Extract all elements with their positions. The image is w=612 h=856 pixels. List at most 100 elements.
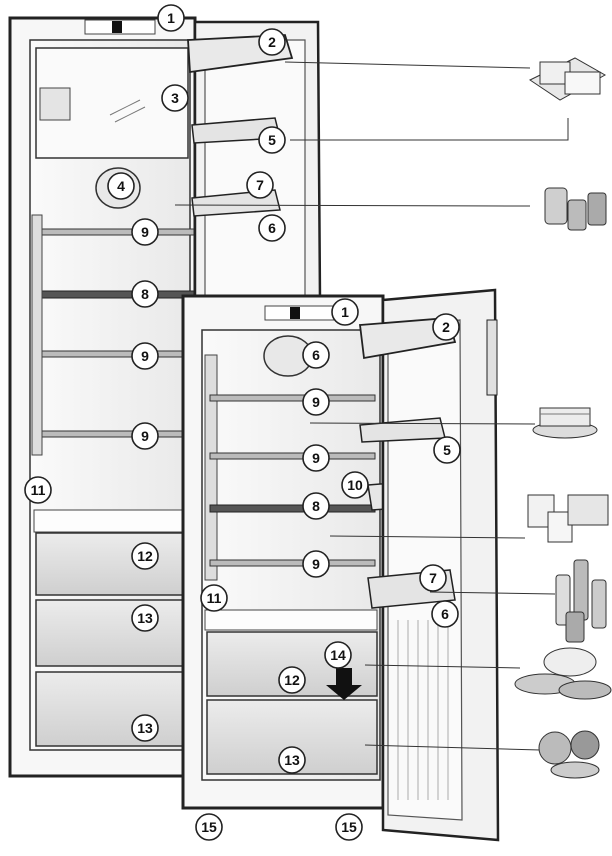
callout-circle: [302, 444, 330, 472]
left-drawer-cover: [33, 509, 193, 533]
callout-circle: [258, 28, 286, 56]
right-shelf-4: [209, 559, 376, 567]
callout-12: 12: [131, 542, 159, 570]
callout-circle: [195, 813, 223, 841]
callout-2: 2: [258, 28, 286, 56]
callout-circle: [278, 746, 306, 774]
left-shelf-1: [33, 228, 195, 236]
cooking-pot-fish-icon: [514, 647, 612, 700]
callout-11: 11: [200, 584, 228, 612]
callout-number: 6: [268, 220, 276, 236]
callout-number: 5: [443, 442, 451, 458]
door-ribbing: [397, 620, 449, 800]
callout-circle: [258, 214, 286, 242]
callout-number: 8: [312, 498, 320, 514]
callout-circle: [324, 641, 352, 669]
callout-circle: [331, 298, 359, 326]
callout-number: 9: [312, 556, 320, 572]
callout-6: 6: [302, 341, 330, 369]
callout-6: 6: [258, 214, 286, 242]
callout-number: 9: [141, 224, 149, 240]
callout-9: 9: [302, 550, 330, 578]
callout-circle: [157, 4, 185, 32]
left-shelf-2: [33, 290, 195, 299]
dairy-cups-icon: [527, 494, 609, 543]
leader-lines: [174, 61, 569, 751]
callout-number: 1: [167, 10, 175, 26]
callout-number: 7: [256, 177, 264, 193]
callout-5: 5: [433, 436, 461, 464]
callout-number: 2: [442, 319, 450, 335]
callout-number: 2: [268, 34, 276, 50]
left-door-inner: [204, 39, 306, 301]
right-shelf-2: [209, 452, 376, 460]
callout-circle: [131, 542, 159, 570]
callout-number: 13: [137, 610, 153, 626]
callout-circle: [302, 550, 330, 578]
callout-9: 9: [302, 388, 330, 416]
callout-13: 13: [131, 604, 159, 632]
callout-number: 9: [141, 428, 149, 444]
callout-number: 3: [171, 90, 179, 106]
callout-circle: [107, 172, 135, 200]
left-door: [187, 20, 322, 302]
callout-number: 10: [347, 477, 363, 493]
callout-number: 1: [341, 304, 349, 320]
bottles-icon: [555, 559, 607, 643]
callout-number: 15: [201, 819, 217, 835]
down-arrow-icon: [326, 668, 362, 700]
callout-13: 13: [131, 714, 159, 742]
left-shelf-rails: [31, 214, 43, 456]
callout-5: 5: [258, 126, 286, 154]
callout-number: 4: [117, 178, 125, 194]
callout-circle: [131, 714, 159, 742]
callout-circle: [24, 476, 52, 504]
callout-12: 12: [278, 666, 306, 694]
callouts: 1234576989911121313126959108976111412131…: [24, 4, 461, 841]
callout-15: 15: [335, 813, 363, 841]
callout-number: 12: [284, 672, 300, 688]
callout-circle: [258, 126, 286, 154]
callout-number: 6: [441, 606, 449, 622]
callout-number: 11: [207, 590, 222, 606]
left-display-icon: [112, 21, 122, 33]
callout-circle: [161, 84, 189, 112]
callout-number: 8: [141, 286, 149, 302]
right-display-icon: [290, 307, 300, 319]
callout-circle: [431, 600, 459, 628]
callout-circle: [246, 171, 274, 199]
callout-9: 9: [131, 422, 159, 450]
callout-circle: [131, 604, 159, 632]
callout-circle: [419, 564, 447, 592]
callout-11: 11: [24, 476, 52, 504]
callout-3: 3: [161, 84, 189, 112]
callout-13: 13: [278, 746, 306, 774]
callout-number: 14: [330, 647, 346, 663]
callout-9: 9: [302, 444, 330, 472]
callout-7: 7: [419, 564, 447, 592]
callout-circle: [302, 492, 330, 520]
callout-circle: [432, 313, 460, 341]
callout-circle: [302, 388, 330, 416]
left-shelf-4: [33, 430, 195, 438]
cheese-icon: [528, 57, 607, 101]
callout-number: 15: [341, 819, 357, 835]
callout-1: 1: [157, 4, 185, 32]
callout-4: 4: [107, 172, 135, 200]
right-butter-compartment: [358, 317, 457, 360]
right-fridge: [181, 294, 437, 810]
right-drawer-cover: [204, 609, 378, 631]
callout-10: 10: [341, 471, 369, 499]
left-freezer-thermometer: [39, 87, 71, 121]
callout-number: 7: [429, 570, 437, 586]
callout-circle: [131, 342, 159, 370]
callout-8: 8: [302, 492, 330, 520]
callout-9: 9: [131, 342, 159, 370]
callout-6: 6: [431, 600, 459, 628]
callout-9: 9: [131, 218, 159, 246]
right-shelf-1: [209, 394, 376, 402]
callout-7: 7: [246, 171, 274, 199]
cake-icon: [532, 407, 598, 439]
callout-number: 12: [137, 548, 153, 564]
